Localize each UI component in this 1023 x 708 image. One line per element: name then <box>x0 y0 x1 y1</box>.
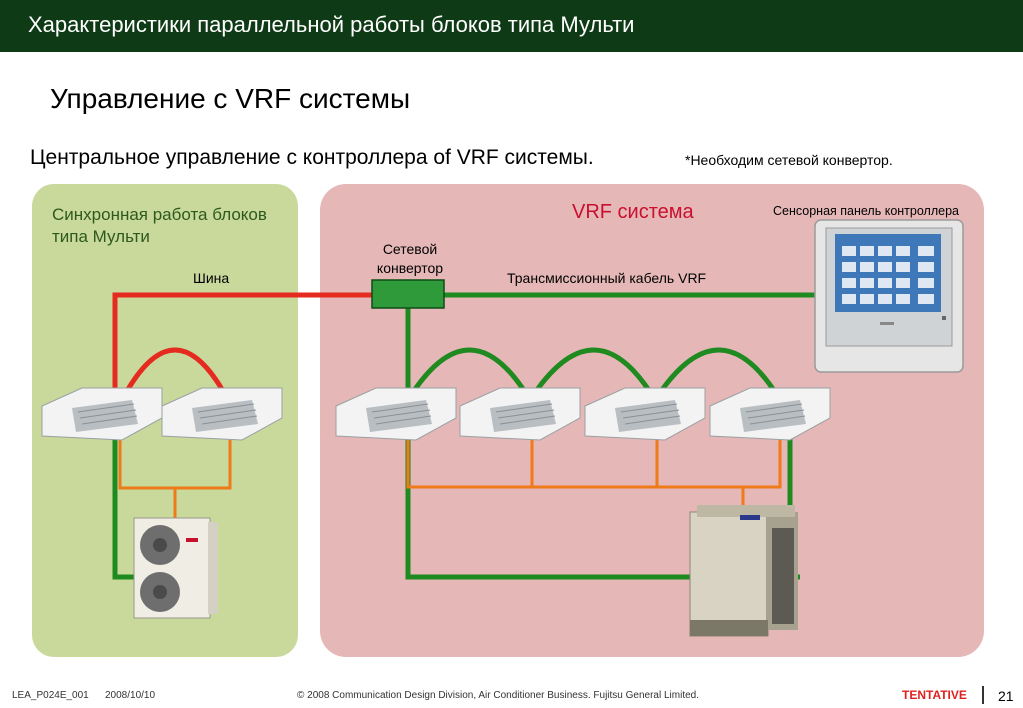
bus-line <box>112 292 372 408</box>
bus-arc <box>119 347 231 402</box>
network-converter <box>371 279 445 309</box>
multi-refrigerant-line <box>118 440 232 490</box>
slide-title: Характеристики параллельной работы блоко… <box>28 12 635 37</box>
vrf-outdoor-unit <box>689 505 798 637</box>
multi-green-line <box>112 430 138 580</box>
indoor-unit <box>459 387 581 441</box>
indoor-unit <box>41 387 163 441</box>
indoor-unit <box>335 387 457 441</box>
page-heading: Управление с VRF системы <box>50 83 411 114</box>
footer-date: 2008/10/10 <box>105 690 156 701</box>
converter-label: Сетевой конвертор <box>376 241 444 276</box>
multi-system-label: Синхронная работа блоков типа Мульти <box>52 205 267 246</box>
page-number: 21 <box>998 688 1014 704</box>
footer-divider <box>982 686 984 704</box>
indoor-unit <box>161 387 283 441</box>
status-badge: TENTATIVE <box>902 688 967 702</box>
vrf-refrigerant-line <box>406 440 782 489</box>
touch-panel-controller <box>814 219 964 373</box>
page-subtitle: Центральное управление с контроллера of … <box>30 146 594 169</box>
vrf-system-label: VRF система <box>572 201 694 223</box>
transmission-cable-label: Трансмиссионный кабель VRF <box>507 270 707 286</box>
footer-doc-id: LEA_P024E_001 <box>12 690 89 701</box>
indoor-unit <box>709 387 831 441</box>
converter-note: *Необходим сетевой конвертор. <box>685 152 893 168</box>
multi-outdoor-unit <box>133 517 218 619</box>
indoor-unit <box>584 387 706 441</box>
header-bar: Характеристики параллельной работы блоко… <box>0 0 1023 52</box>
vrf-green-line <box>405 308 690 580</box>
footer-copyright: © 2008 Communication Design Division, Ai… <box>297 690 699 701</box>
touch-panel-label: Сенсорная панель контроллера <box>773 204 959 218</box>
bus-label: Шина <box>193 270 230 286</box>
